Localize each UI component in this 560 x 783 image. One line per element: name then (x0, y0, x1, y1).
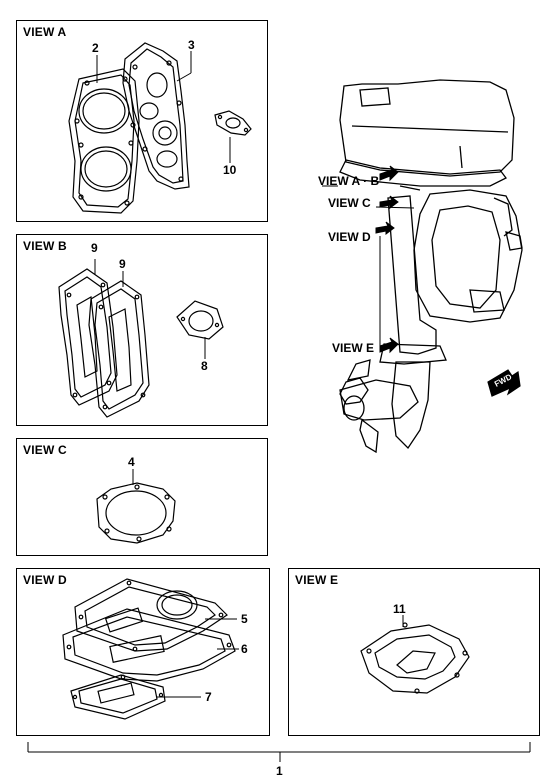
view-label-c: VIEW C (328, 196, 371, 210)
callout-3: 3 (188, 38, 195, 52)
fwd-label: FWD (492, 372, 514, 389)
panel-view-c: VIEW C 4 (16, 438, 268, 556)
cylinder-head-gasket (68, 68, 140, 214)
view-arrows (375, 165, 399, 354)
callout-5: 5 (241, 612, 248, 626)
panel-title-view-b: VIEW B (23, 239, 67, 253)
panel-view-e: VIEW E 11 (288, 568, 540, 736)
view-b-drawing (58, 259, 224, 418)
callout-8: 8 (201, 359, 208, 373)
view-a-leaders (96, 51, 231, 163)
view-d-leaders (157, 618, 239, 698)
crankcase-gasket-lower (62, 608, 236, 682)
propeller (339, 359, 379, 454)
thermostat-gasket (214, 110, 252, 136)
view-c-drawing (96, 469, 176, 544)
gear-case-gasket (96, 482, 176, 544)
engine-cowling (339, 79, 515, 187)
assembly-bracket (27, 742, 531, 762)
view-e-drawing (360, 615, 470, 694)
callout-9-right: 9 (119, 257, 126, 271)
callout-2: 2 (92, 41, 99, 55)
engine-midsection (399, 185, 523, 323)
panel-view-d: VIEW D (16, 568, 270, 736)
callout-9-left: 9 (91, 241, 98, 255)
head-cover-gasket (122, 42, 190, 190)
callout-1: 1 (276, 764, 283, 778)
view-b-leaders (94, 259, 206, 359)
view-d-drawing (62, 578, 239, 720)
panel-view-b: VIEW B 9 9 8 (16, 234, 268, 426)
callout-11: 11 (393, 602, 406, 616)
view-leader-lines (322, 185, 415, 346)
callout-4: 4 (128, 455, 135, 469)
exhaust-cover-gasket-inner (58, 268, 118, 406)
panel-title-view-e: VIEW E (295, 573, 339, 587)
panel-title-view-a: VIEW A (23, 25, 67, 39)
water-cover-gasket (176, 300, 224, 340)
view-label-a-b: VIEW A · B (318, 174, 380, 188)
view-a-drawing (68, 42, 252, 214)
callout-10: 10 (223, 163, 237, 177)
view-label-e: VIEW E (332, 341, 375, 355)
view-label-d: VIEW D (328, 230, 371, 244)
oil-pan-gasket (70, 674, 166, 720)
callout-6: 6 (241, 642, 248, 656)
exhaust-cover-gasket-outer (88, 280, 150, 418)
callout-7: 7 (205, 690, 212, 704)
panel-view-a: VIEW A (16, 20, 268, 222)
panel-title-view-c: VIEW C (23, 443, 67, 457)
panel-title-view-d: VIEW D (23, 573, 67, 587)
pump-case-gasket (360, 622, 470, 694)
